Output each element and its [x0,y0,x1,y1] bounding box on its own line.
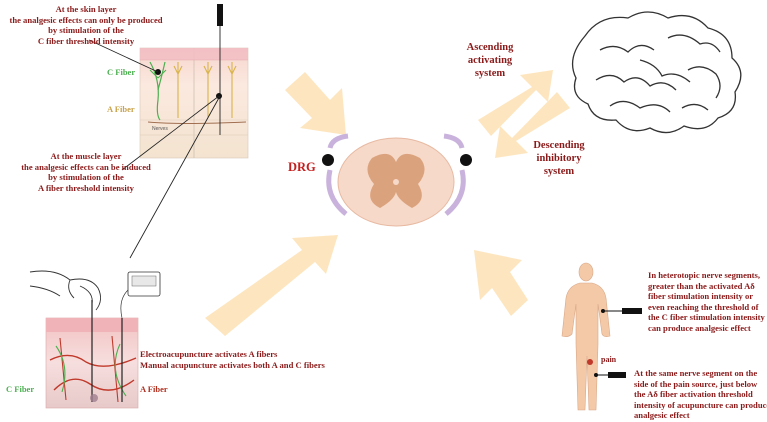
arrow-icon [285,72,346,135]
skin-label-line: the analgesic effects can only be produc… [9,14,163,25]
heterotopic-label-line: can produce analgesic effect [648,322,751,333]
descending-arrow-icon [495,92,570,158]
electro-label-line: Electroacupuncture activates A fibers [140,349,278,359]
muscle-label-line: At the muscle layer [50,151,122,161]
descending-label-line: Descending [533,140,585,151]
human-body-icon [561,262,611,411]
descending-label-line: inhibitory [536,153,582,164]
arrow-icon [474,250,528,316]
heterotopic-label-line: fiber stimulation intensity or [648,291,754,301]
electroacupuncture-label: Electroacupuncture activates A fibers Ma… [140,349,325,370]
same-segment-label: At the same nerve segment on the side of… [634,368,767,421]
hand-icon [29,270,101,311]
ascending-arrow-icon [478,70,553,136]
nerves-label: Nerves [152,126,168,132]
heterotopic-label-line: the C fiber stimulation intensity [648,312,765,322]
skin-layer-cross-section [139,4,249,159]
descending-label-line: system [543,166,575,177]
same-segment-label-line: the Aδ fiber activation threshold [634,389,753,399]
drg-label: DRG [288,160,316,174]
needle-icon [217,4,223,26]
same-segment-label-line: analgesic effect [634,410,690,420]
brain-icon [571,11,742,134]
ascending-system-label: Ascending activating system [455,41,525,80]
heterotopic-label-line: In heterotopic nerve segments, [648,270,761,280]
needle-line [129,95,221,259]
skin-label-line: by stimulation of the [48,25,124,35]
same-segment-label-line: At the same nerve segment on the [634,368,758,378]
electrode-icon [601,308,642,314]
muscle-layer-label: At the muscle layer the analgesic effect… [2,151,170,193]
stimulator-device-icon [120,271,161,319]
skin-label-line: At the skin layer [55,4,117,14]
c-fiber-label-top: C Fiber [107,67,136,77]
heterotopic-segment-label: In heterotopic nerve segments, greater t… [648,270,765,333]
same-segment-label-line: intensity of acupuncture can produce [634,399,767,410]
heterotopic-label-line: even reaching the threshold of [648,301,759,312]
ascending-label-line: Ascending [466,42,514,53]
electrode-icon [594,372,626,378]
muscle-tissue-cross-section [45,300,139,409]
a-fiber-label-top: A Fiber [107,104,135,114]
skin-layer-label: At the skin layer the analgesic effects … [2,4,170,46]
electro-label-line: Manual acupuncture activates both A and … [140,359,325,370]
a-fiber-label-bottom: A Fiber [140,384,168,394]
skin-label-line: C fiber threshold intensity [37,35,135,46]
c-fiber-label-bottom: C Fiber [6,384,35,394]
ascending-label-line: system [474,68,506,79]
skin-leader-line [88,39,159,73]
pain-source-marker [587,359,593,365]
arrow-icon [205,235,338,336]
muscle-label-line: by stimulation of the [48,172,124,182]
descending-system-label: Descending inhibitory system [524,139,594,178]
heterotopic-label-line: greater than the activated Aδ [648,280,755,291]
spinal-cord-icon [322,133,472,227]
muscle-leader-line [121,95,220,171]
ascending-label-line: activating [467,55,513,66]
muscle-label-line: the analgesic effects can be induced [21,161,151,172]
same-segment-label-line: side of the pain source, just below [634,378,758,389]
pain-label: pain [601,355,617,364]
muscle-label-line: A fiber threshold intensity [38,182,134,193]
